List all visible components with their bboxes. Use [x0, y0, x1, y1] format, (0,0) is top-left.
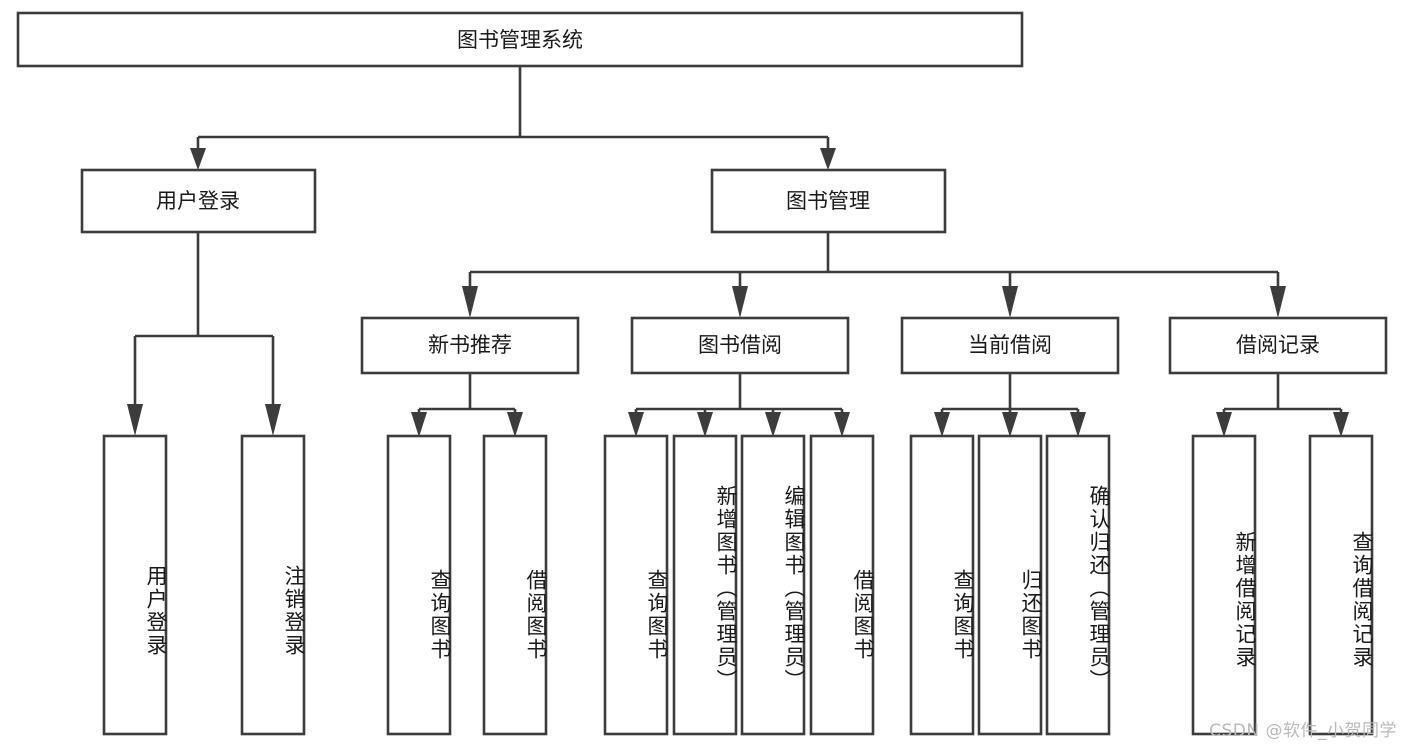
leaf-query-book-recommend[interactable]	[386, 434, 452, 736]
node-book-borrow[interactable]	[630, 316, 850, 375]
leaf-borrow-book-recommend[interactable]	[482, 434, 548, 736]
node-current-borrow-label: 当前借阅	[968, 333, 1052, 357]
leaf-return-book[interactable]	[977, 434, 1043, 736]
node-book-borrow-label: 图书借阅	[698, 333, 782, 357]
leaf-add-book-admin[interactable]	[672, 434, 738, 736]
node-root-book-management-system[interactable]	[16, 11, 1024, 68]
arrow-leaf-query-record	[1333, 412, 1349, 437]
arrow-leaf-borrow-book-b	[834, 412, 850, 437]
leaf-query-borrow-record[interactable]	[1308, 434, 1374, 736]
arrow-to-current-borrow	[1002, 286, 1018, 318]
node-user-login[interactable]	[80, 168, 317, 234]
node-current-borrow[interactable]	[900, 316, 1120, 375]
leaf-confirm-return-admin[interactable]	[1045, 434, 1111, 736]
arrow-to-user-login	[190, 148, 206, 170]
node-borrow-record-label: 借阅记录	[1236, 333, 1320, 357]
arrow-leaf-edit-book	[765, 412, 781, 437]
node-book-management-label: 图书管理	[786, 189, 870, 213]
arrow-leaf-add-book	[697, 412, 713, 437]
arrow-to-borrow-record	[1270, 286, 1286, 318]
leaf-borrow-book[interactable]	[809, 434, 875, 736]
node-book-management[interactable]	[710, 168, 947, 234]
leaf-query-book-current[interactable]	[909, 434, 975, 736]
arrow-leaf-add-record	[1216, 412, 1232, 437]
arrow-leaf-query-book-a	[411, 412, 427, 437]
arrow-leaf-logout	[265, 404, 281, 436]
arrow-to-book-borrow	[732, 286, 748, 318]
leaf-logout[interactable]	[240, 434, 306, 736]
arrow-leaf-borrow-book-a	[507, 412, 523, 437]
leaf-user-login[interactable]	[102, 434, 168, 736]
node-root-label: 图书管理系统	[457, 28, 583, 52]
arrow-leaf-confirm-return	[1070, 412, 1086, 437]
node-layer: 图书管理系统 用户登录 图书管理 新书推荐 图书借阅 当前借阅 借阅记录	[16, 11, 1388, 736]
arrow-leaf-query-book-b	[628, 412, 644, 437]
leaf-query-book-borrow[interactable]	[603, 434, 669, 736]
leaf-edit-book-admin[interactable]	[740, 434, 806, 736]
node-new-book-recommend[interactable]	[360, 316, 580, 375]
arrow-leaf-query-book-c	[934, 412, 950, 437]
node-borrow-record[interactable]	[1168, 316, 1388, 375]
node-user-login-label: 用户登录	[156, 189, 240, 213]
arrow-to-book-manage	[820, 148, 836, 170]
leaf-add-borrow-record[interactable]	[1191, 434, 1257, 736]
arrow-leaf-return-book	[1002, 412, 1018, 437]
connector-layer	[127, 66, 1349, 437]
arrow-to-new-book-rec	[462, 286, 478, 318]
watermark-text: CSDN @软件_小贺同学	[1209, 721, 1397, 741]
node-new-book-recommend-label: 新书推荐	[428, 333, 512, 357]
arrow-leaf-user-login	[127, 404, 143, 436]
